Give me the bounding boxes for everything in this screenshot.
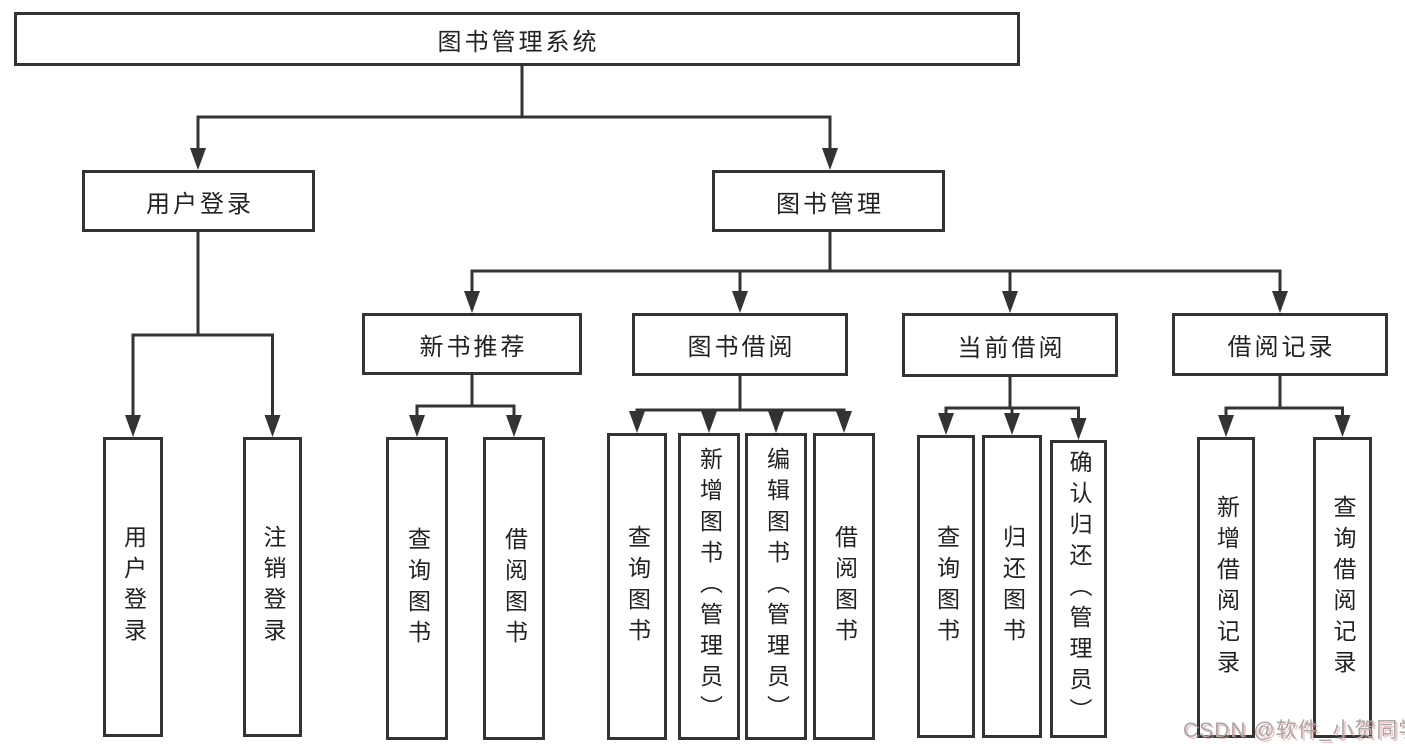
node-book-management: 图书管理 xyxy=(712,170,945,232)
node-user-login: 用户登录 xyxy=(82,170,315,232)
node-rec-borrow-books: 借阅图书 xyxy=(483,437,545,740)
node-login-logout: 注销登录 xyxy=(243,437,302,737)
node-rec-query-books: 查询图书 xyxy=(386,437,448,740)
node-bb-borrow-books: 借阅图书 xyxy=(813,433,875,740)
node-bb-query-books: 查询图书 xyxy=(607,433,667,740)
watermark: CSDN @软件_小贺同学 xyxy=(1183,719,1405,742)
node-current-borrow: 当前借阅 xyxy=(902,313,1118,377)
node-bb-add-books-admin: 新增图书（管理员） xyxy=(678,433,740,740)
node-cb-confirm-return-admin: 确认归还（管理员） xyxy=(1050,440,1107,738)
node-borrow-records: 借阅记录 xyxy=(1172,313,1388,376)
node-new-book-recommend: 新书推荐 xyxy=(362,313,582,375)
node-login-user: 用户登录 xyxy=(103,437,163,737)
node-br-add-record: 新增借阅记录 xyxy=(1197,437,1255,738)
node-root: 图书管理系统 xyxy=(14,12,1020,66)
node-cb-query-books: 查询图书 xyxy=(917,435,975,738)
node-br-query-record: 查询借阅记录 xyxy=(1313,437,1372,738)
node-bb-edit-books-admin: 编辑图书（管理员） xyxy=(745,433,807,740)
node-cb-return-books: 归还图书 xyxy=(982,435,1042,738)
node-book-borrow: 图书借阅 xyxy=(632,313,848,376)
